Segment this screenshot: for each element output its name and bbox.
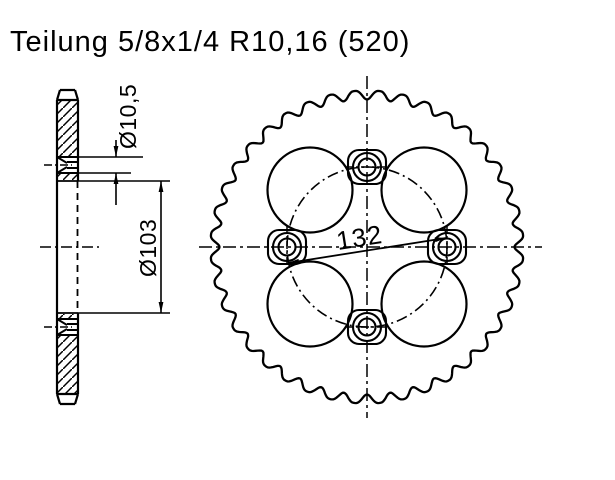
bolt-holes [266,148,468,346]
bore-diameter-dimension [78,180,170,314]
bolt-spacing-label: 132 [334,219,385,256]
front-view [199,76,542,418]
lightening-lobes [266,146,468,348]
bolt-spacing-dimension-line [287,237,447,264]
dimension-arrowheads [113,146,446,313]
countersunk-hole-top [44,156,78,174]
section-hatching [58,101,77,393]
hole-diameter-label: Ø10,5 [115,84,141,149]
countersunk-hole-bottom [44,318,78,336]
drawing-title: Teilung 5/8x1/4 R10,16 (520) [10,26,410,58]
bore-diameter-label: Ø103 [135,219,161,277]
side-view [40,88,170,406]
